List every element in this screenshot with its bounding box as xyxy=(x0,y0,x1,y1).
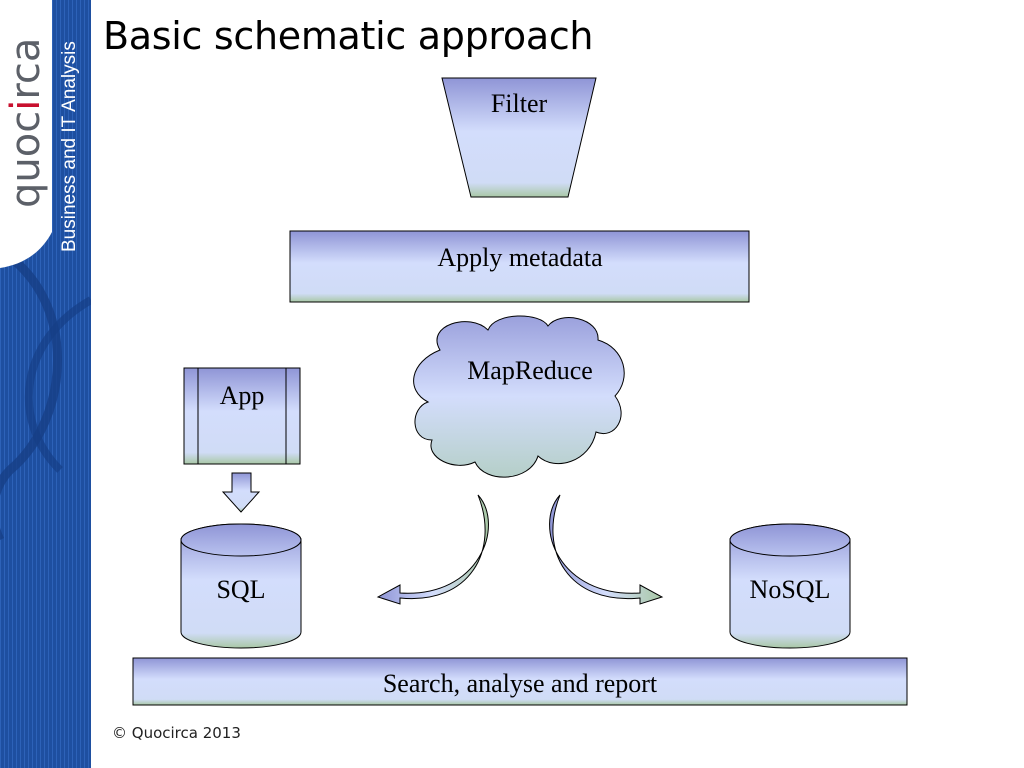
down-arrow-icon xyxy=(221,472,261,513)
curved-arrow-left-icon xyxy=(376,494,489,605)
filter-label: Filter xyxy=(491,89,548,118)
search-report-label: Search, analyse and report xyxy=(383,669,658,698)
mapreduce-label: MapReduce xyxy=(467,356,593,385)
search-report-node: Search, analyse and report xyxy=(132,657,908,706)
app-node: App xyxy=(183,367,301,465)
sql-node: SQL xyxy=(180,523,302,649)
apply-metadata-label: Apply metadata xyxy=(437,243,603,272)
slide-title: Basic schematic approach xyxy=(103,14,594,58)
nosql-node: NoSQL xyxy=(729,523,851,649)
sql-label: SQL xyxy=(216,575,265,604)
filter-node: Filter xyxy=(441,77,597,198)
brand-sidebar xyxy=(0,0,91,768)
copyright-footer: © Quocirca 2013 xyxy=(112,724,241,742)
app-label: App xyxy=(220,381,265,410)
apply-metadata-node: Apply metadata xyxy=(289,230,750,303)
curved-arrow-right-icon xyxy=(549,494,664,605)
mapreduce-node: MapReduce xyxy=(413,315,625,478)
nosql-label: NoSQL xyxy=(750,575,831,604)
